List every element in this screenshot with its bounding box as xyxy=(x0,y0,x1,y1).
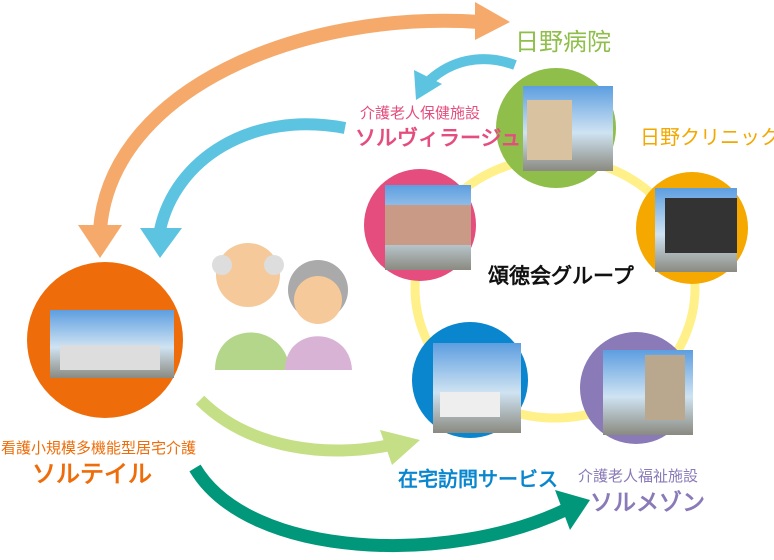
circle-solteil[interactable] xyxy=(27,262,183,418)
zaitaku-label: 在宅訪問サービス xyxy=(398,467,558,491)
circle-hino-clinic[interactable] xyxy=(636,172,748,284)
solteil-type-label: 看護小規模多機能型居宅介護 xyxy=(1,439,197,457)
solmaison-label: ソルメゾン xyxy=(590,490,705,516)
arrow-lightgreen xyxy=(195,395,420,465)
circle-solmaison[interactable] xyxy=(580,332,693,444)
arrow-orange xyxy=(78,2,510,258)
arrow-teal xyxy=(189,464,590,553)
hino-clinic-label: 日野クリニック xyxy=(640,125,774,149)
solvillage-label: ソルヴィラージュ xyxy=(355,126,522,150)
arrow-cyan-solvillage-to-solteil xyxy=(140,118,347,258)
circle-solvillage[interactable] xyxy=(364,169,476,281)
arrow-cyan-hospital-to-solvillage xyxy=(414,54,517,100)
solvillage-type-label: 介護老人保健施設 xyxy=(360,104,481,122)
circle-hino-hospital[interactable] xyxy=(496,68,616,188)
group-name-label: 頌徳会グループ xyxy=(488,264,634,288)
solmaison-type-label: 介護老人福祉施設 xyxy=(578,467,699,485)
hino-hospital-label: 日野病院 xyxy=(515,28,611,56)
circle-zaitaku[interactable] xyxy=(412,322,528,438)
solteil-label: ソルテイル xyxy=(32,460,152,488)
elderly-couple-illustration xyxy=(212,243,352,370)
